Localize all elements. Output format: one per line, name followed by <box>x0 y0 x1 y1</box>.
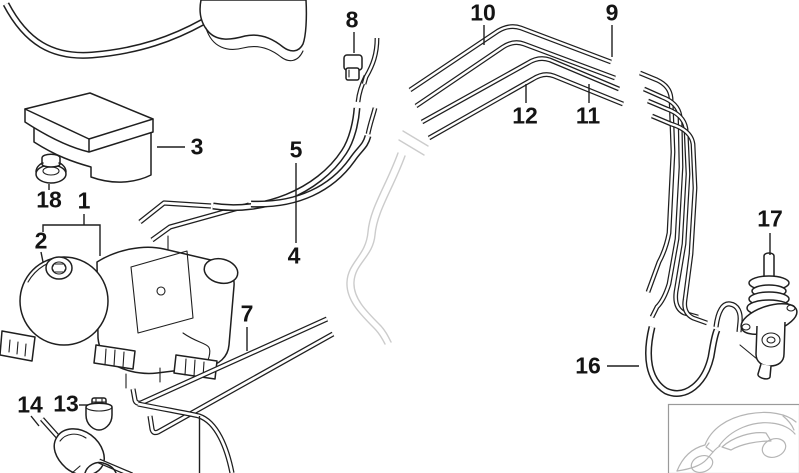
clutch-slave-cylinder <box>740 252 798 380</box>
part-label-7[interactable]: 7 <box>240 300 254 327</box>
fluid-reservoir <box>199 0 308 62</box>
cap-grommet <box>85 397 113 431</box>
hydro-pump-unit <box>0 235 239 389</box>
part-label-5[interactable]: 5 <box>289 136 303 163</box>
car-silhouette <box>676 411 797 473</box>
part-label-18[interactable]: 18 <box>36 186 62 213</box>
vibration-damper <box>39 416 132 473</box>
ghost-hose-routing <box>346 130 429 345</box>
grommet <box>35 153 67 184</box>
reservoir-feed-hose <box>6 4 203 55</box>
leader-lines <box>30 25 771 473</box>
part-label-8[interactable]: 8 <box>345 6 359 33</box>
part-label-16[interactable]: 16 <box>575 352 601 379</box>
part-label-3[interactable]: 3 <box>190 133 204 160</box>
part-label-10[interactable]: 10 <box>470 0 496 26</box>
part-label-12[interactable]: 12 <box>512 102 538 129</box>
part-label-14[interactable]: 14 <box>17 391 43 418</box>
part-label-1[interactable]: 1 <box>77 187 91 214</box>
part-label-4[interactable]: 4 <box>287 242 301 269</box>
rigid-brake-lines <box>410 27 707 323</box>
part-label-11[interactable]: 11 <box>575 102 601 129</box>
part-label-17[interactable]: 17 <box>757 205 783 232</box>
part-label-13[interactable]: 13 <box>53 390 79 417</box>
part-label-9[interactable]: 9 <box>605 0 619 26</box>
partial-part-bottom <box>71 461 117 473</box>
line-clip <box>343 54 363 81</box>
pressure-accumulator-dome <box>19 256 109 346</box>
car-inset <box>667 403 799 473</box>
supply-pipes-and-hoses <box>140 38 377 240</box>
clutch-hose <box>649 304 758 394</box>
part-label-2[interactable]: 2 <box>34 227 48 254</box>
expansion-tank <box>24 92 154 183</box>
